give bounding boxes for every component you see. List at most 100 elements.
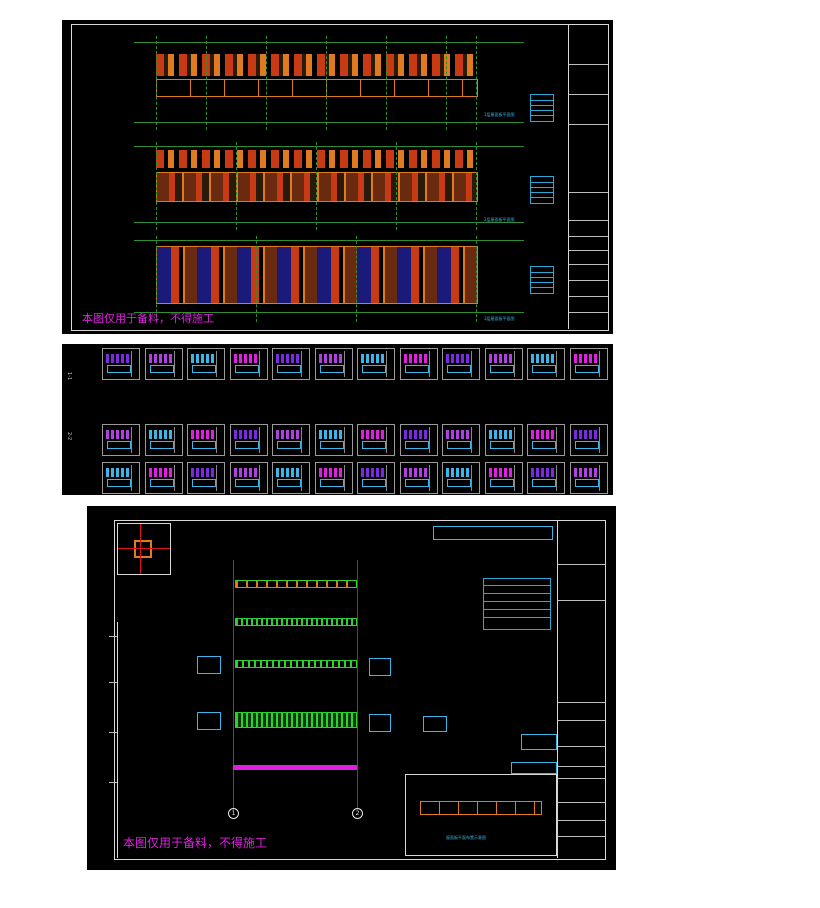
sheet-thumbnail[interactable] <box>442 424 480 456</box>
thumbnail-title-block <box>471 465 477 491</box>
sheet-thumbnail[interactable] <box>569 424 608 456</box>
thumbnail-detail <box>574 441 599 449</box>
sheet-thumbnail[interactable] <box>144 462 183 494</box>
sheet-thumbnail[interactable] <box>527 348 565 380</box>
sheet-thumbnail[interactable] <box>569 348 608 380</box>
sheet-thumbnail[interactable] <box>569 462 608 494</box>
thumbnail-drawing <box>233 430 258 439</box>
thumbnail-detail <box>362 365 386 373</box>
sheet-thumbnail[interactable] <box>187 424 225 456</box>
sheet-thumbnail[interactable] <box>229 462 268 494</box>
legend-cyan-box <box>521 734 557 750</box>
sheet-thumbnail[interactable] <box>314 348 353 380</box>
detail-left-2 <box>197 712 221 730</box>
axis-label-1: 1 <box>231 810 236 817</box>
material-only-note: 本图仅用于备料，不得施工 <box>82 312 214 325</box>
sheet-thumbnail[interactable] <box>102 424 140 456</box>
sheet-thumbnail[interactable] <box>484 424 523 456</box>
thumbnail-title-block <box>258 465 265 491</box>
thumbnail-detail <box>489 365 514 373</box>
thumbnail-detail <box>447 479 471 487</box>
thumbnail-title-block <box>598 465 605 491</box>
sheet-thumbnail[interactable] <box>102 348 140 380</box>
thumbnail-detail <box>149 479 174 487</box>
plan-area-1 <box>134 36 524 130</box>
sheet-thumbnail[interactable] <box>272 348 310 380</box>
thumbnail-drawing <box>106 430 130 439</box>
thumbnail-detail <box>319 365 344 373</box>
thumbnail-drawing <box>488 468 513 477</box>
beam-2 <box>235 618 357 626</box>
thumbnail-detail <box>149 365 174 373</box>
detail-left-1 <box>197 656 221 674</box>
sheet-thumbnail[interactable] <box>357 348 395 380</box>
sheet-thumbnail[interactable] <box>484 462 523 494</box>
legend-table-2 <box>530 176 554 204</box>
thumbnail-title-block <box>173 351 180 377</box>
axis-line-2 <box>357 560 358 810</box>
sheet-thumbnail[interactable] <box>144 348 183 380</box>
thumbnail-drawing <box>276 430 300 439</box>
sheet-thumbnail[interactable] <box>229 348 268 380</box>
thumbnail-title-block <box>513 465 520 491</box>
plan-area-3 <box>134 236 524 322</box>
thumbnail-title-block <box>598 351 605 377</box>
thumbnail-drawing <box>531 468 555 477</box>
drawing-sheet-thumbnails[interactable]: 1-1 2-2 <box>62 344 613 495</box>
sheet-thumbnail[interactable] <box>527 462 565 494</box>
thumbnail-drawing <box>531 354 555 363</box>
title-block <box>568 24 608 329</box>
plan-title-3: 3层屋面板平面图 <box>484 316 515 321</box>
thumbnail-detail <box>107 479 131 487</box>
plan-strip-block-3 <box>156 246 478 304</box>
thumbnail-detail <box>574 365 599 373</box>
thumbnail-detail <box>107 365 131 373</box>
sheet-thumbnail[interactable] <box>102 462 140 494</box>
sheet-thumbnail[interactable] <box>527 424 565 456</box>
thumbnail-title-block <box>258 427 265 453</box>
thumbnail-title-block <box>386 427 392 453</box>
thumbnail-drawing <box>233 468 258 477</box>
thumbnail-detail <box>192 441 216 449</box>
sheet-thumbnail[interactable] <box>399 462 438 494</box>
sheet-thumbnail[interactable] <box>229 424 268 456</box>
sheet-thumbnail[interactable] <box>314 462 353 494</box>
sheet-thumbnail[interactable] <box>187 348 225 380</box>
detail-right-1 <box>369 658 391 676</box>
axis-bubble-2: 2 <box>352 808 363 819</box>
bottom-detail-title: 屋面板平面布置示意图 <box>446 835 486 840</box>
revision-strip <box>109 622 118 858</box>
sheet-thumbnail[interactable] <box>314 424 353 456</box>
drawing-sheet-detail[interactable]: 1 2 屋面板平面布置示意图 本图仅用于备料，不得施工 <box>87 506 616 870</box>
sheet-thumbnail[interactable] <box>399 424 438 456</box>
sheet-thumbnail[interactable] <box>144 424 183 456</box>
sheet-thumbnail[interactable] <box>442 348 480 380</box>
drawing-sheet-floor-plans[interactable]: 1层屋面板平面图 2层屋面板平面图 3层屋面板平面图 <box>62 20 613 334</box>
thumbnail-drawing <box>446 354 470 363</box>
sheet-thumbnail[interactable] <box>357 462 395 494</box>
axis-label-2: 2 <box>355 810 360 817</box>
sheet-thumbnail[interactable] <box>272 462 310 494</box>
sheet-thumbnail[interactable] <box>399 348 438 380</box>
thumbnail-title-block <box>216 465 222 491</box>
sheet-thumbnail[interactable] <box>484 348 523 380</box>
thumbnail-detail <box>277 479 301 487</box>
thumbnail-drawing <box>318 354 343 363</box>
sheet-thumbnail[interactable] <box>357 424 395 456</box>
legend-cyan-box-2 <box>511 762 557 774</box>
sheet-thumbnail[interactable] <box>272 424 310 456</box>
plan-strip-red <box>156 54 476 76</box>
sheet-thumbnail[interactable] <box>187 462 225 494</box>
thumbnail-drawing <box>488 354 513 363</box>
sheet-thumbnail[interactable] <box>442 462 480 494</box>
thumbnail-drawing <box>361 354 385 363</box>
plan-strip-orange <box>156 79 478 97</box>
thumbnail-drawing <box>191 430 215 439</box>
thumbnail-detail <box>277 441 301 449</box>
thumbnail-detail <box>362 441 386 449</box>
thumbnail-detail <box>404 479 429 487</box>
thumbnail-detail <box>532 479 556 487</box>
thumbnail-drawing <box>276 354 300 363</box>
thumbnail-title-block <box>131 427 137 453</box>
thumbnail-drawing <box>361 430 385 439</box>
